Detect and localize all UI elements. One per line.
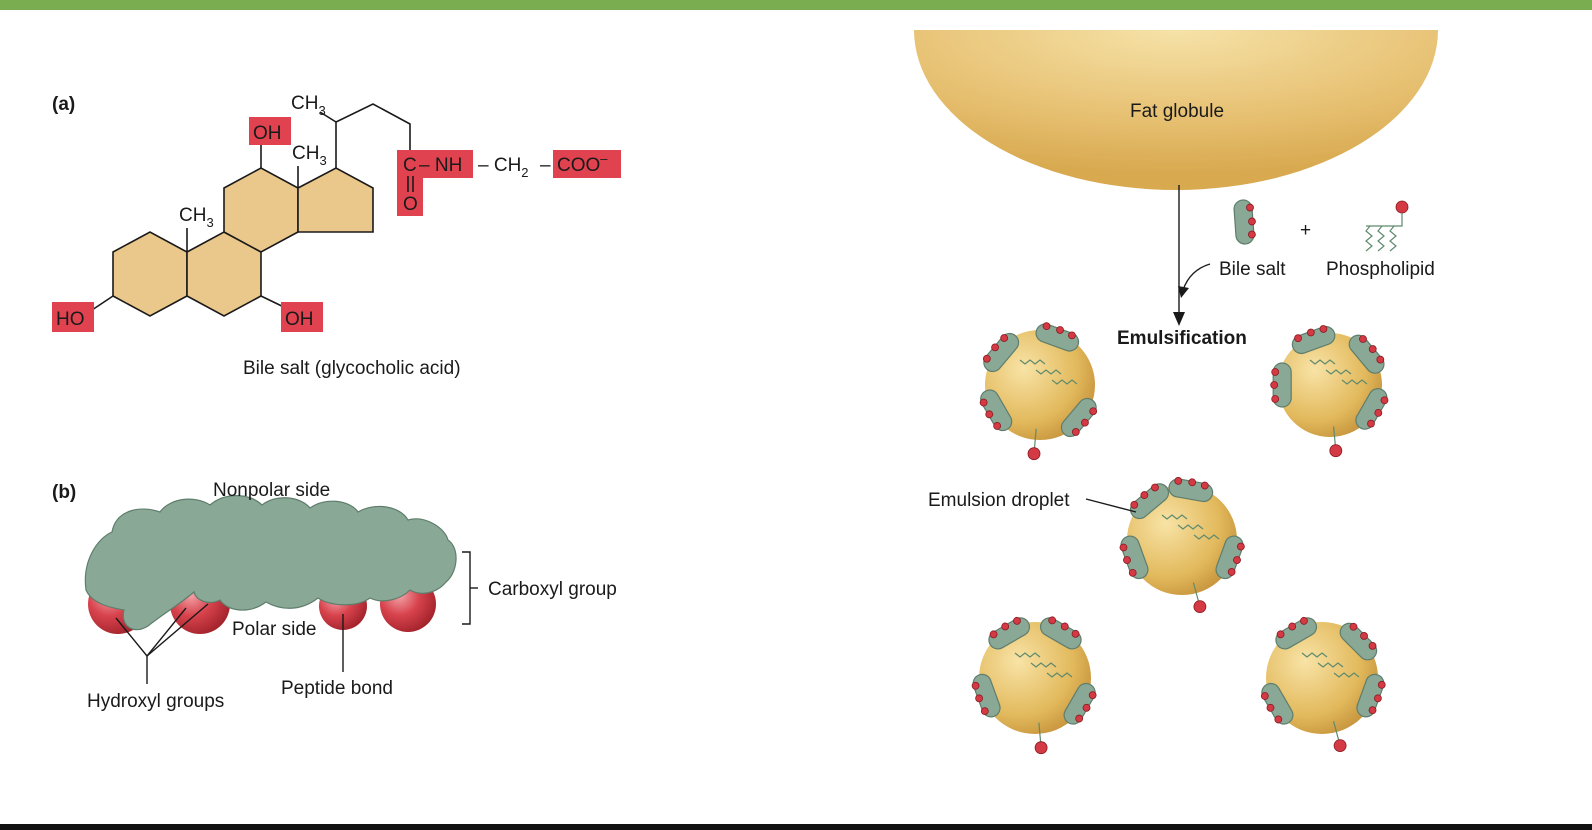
- emulsion-droplet-4: [967, 611, 1102, 755]
- carbonyl-o-text: O: [403, 194, 418, 215]
- bottom-rule: [0, 824, 1592, 830]
- emulsion-droplets: [967, 318, 1393, 755]
- ch3-left-text: CH3: [179, 205, 214, 230]
- plus-sign: +: [1300, 220, 1311, 241]
- panel-c: Fat globule Bile salt + Phospholipid Emu…: [914, 30, 1438, 755]
- oh-top-text: OH: [253, 123, 282, 144]
- panel-b: (b) Nonpolar side Polar side Carboxyl gr…: [52, 480, 617, 712]
- carboxyl-bracket: [462, 551, 471, 625]
- ho-left-text: HO: [56, 309, 85, 330]
- ring-a: [112, 231, 188, 317]
- bile-salt-label: Bile salt: [1219, 259, 1286, 280]
- emulsion-droplet-3: [1115, 474, 1249, 613]
- ch3-mid-text: CH3: [292, 143, 327, 168]
- top-accent-rule: [0, 0, 1592, 10]
- hydroxyl-label: Hydroxyl groups: [87, 691, 224, 712]
- ho-left-highlight: [52, 302, 94, 332]
- fat-globule-label: Fat globule: [1130, 101, 1224, 122]
- bile-salt-icon: [1232, 198, 1258, 246]
- emulsion-droplet-label: Emulsion droplet: [928, 490, 1070, 511]
- fat-globule: [914, 30, 1438, 190]
- ch3-top-text: CH3: [291, 93, 326, 118]
- carboxylate-highlight: [553, 150, 621, 178]
- oh-top-highlight: [249, 117, 291, 145]
- peptide-label: Peptide bond: [281, 678, 393, 699]
- polar-label: Polar side: [232, 619, 317, 640]
- phospholipid-icon: [1365, 200, 1409, 252]
- bile-salt-caption: Bile salt (glycocholic acid): [243, 358, 461, 379]
- curved-arrow-icon: [1178, 286, 1189, 298]
- nonpolar-label: Nonpolar side: [213, 480, 330, 501]
- emulsion-droplet-5: [1255, 611, 1390, 752]
- carboxyl-label: Carboxyl group: [488, 579, 617, 600]
- phospholipid-label: Phospholipid: [1326, 259, 1435, 280]
- ch2-text: – CH2: [478, 155, 529, 180]
- emulsion-droplet-1: [974, 318, 1103, 461]
- emulsification-label: Emulsification: [1117, 328, 1247, 349]
- nh-text: – NH: [419, 155, 462, 176]
- panel-a-label: (a): [52, 94, 75, 115]
- carbonyl-c-text: C: [403, 155, 417, 176]
- coo-text: COO–: [557, 151, 608, 176]
- carbonyl-highlight: [397, 150, 423, 216]
- oh-bottom-highlight: [281, 302, 323, 332]
- ring-d: [297, 167, 374, 233]
- emulsion-droplet-2: [1270, 321, 1393, 458]
- nonpolar-body: [84, 495, 457, 631]
- down-arrow-icon: [1173, 312, 1185, 326]
- panel-a: (a) OH OH HO CH3 CH3 CH3 C O – NH – CH2: [52, 93, 621, 379]
- dash-text: –: [540, 155, 551, 176]
- panel-b-label: (b): [52, 482, 76, 503]
- oh-bottom-text: OH: [285, 309, 314, 330]
